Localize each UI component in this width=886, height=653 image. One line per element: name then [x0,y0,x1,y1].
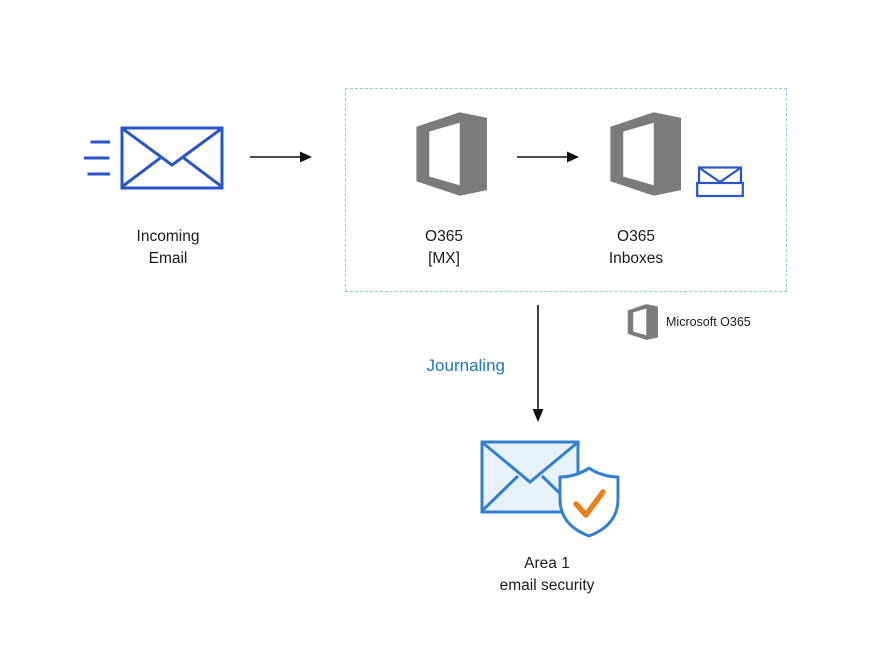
flow-arrow-mx-to-inboxes [517,151,579,163]
flow-arrow-incoming-to-o365 [250,151,312,163]
label-line: email security [499,577,595,594]
o365-mx-logo-icon [416,112,487,196]
o365-mx-label: O365 [MX] [384,226,504,270]
o365-boundary-box [345,88,787,292]
journaling-arrow [532,305,544,422]
label-line: [MX] [428,250,460,267]
journaling-label: Journaling [426,356,505,375]
label-line: O365 [425,228,463,245]
label-line: Email [148,250,188,267]
label-line: Incoming [136,228,200,245]
incoming-email-envelope-icon [120,126,224,190]
microsoft-o365-legend-label: Microsoft O365 [666,315,751,329]
label-line: Area 1 [524,555,570,572]
o365-inboxes-logo-icon [610,112,681,196]
motion-lines-icon [84,140,110,176]
inbox-envelope-icon [696,166,744,198]
area1-shield-icon [558,466,620,538]
microsoft-o365-legend-icon [627,304,658,340]
o365-inboxes-label: O365 Inboxes [576,226,696,270]
label-line: O365 [617,228,655,245]
label-line: Inboxes [608,250,664,267]
area1-label: Area 1 email security [462,553,632,597]
incoming-email-label: Incoming Email [100,226,236,270]
